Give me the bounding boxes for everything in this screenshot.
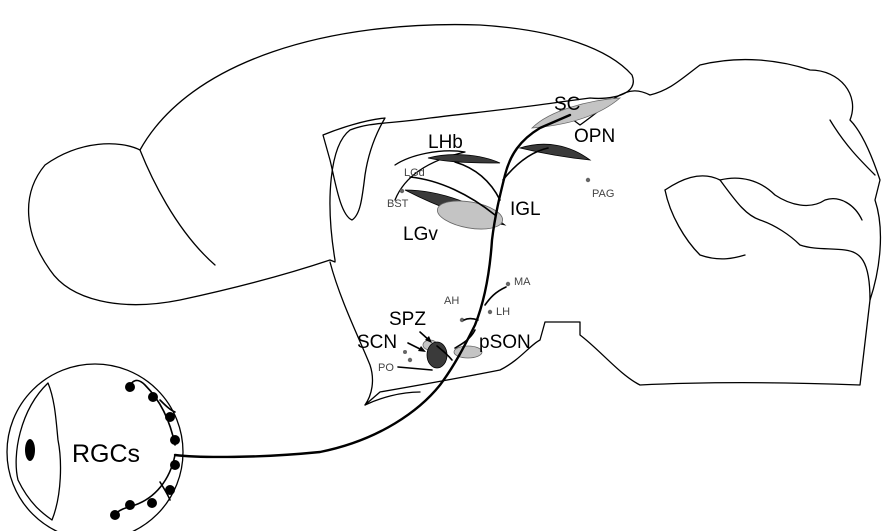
label-ah: AH bbox=[444, 295, 459, 307]
label-igl: IGL bbox=[510, 199, 541, 220]
rgc-cell-4 bbox=[170, 435, 180, 445]
po-line bbox=[398, 367, 432, 370]
retinohypothalamic-tract bbox=[175, 115, 570, 457]
label-pag: PAG bbox=[592, 188, 614, 200]
tract-branch-lhb bbox=[455, 162, 500, 200]
ventricle-outline bbox=[323, 118, 385, 220]
rgc-cell-6 bbox=[165, 485, 175, 495]
rgc-cell-7 bbox=[147, 498, 157, 508]
label-sc: SC bbox=[554, 94, 580, 115]
lh-dot bbox=[488, 310, 492, 314]
rgc-cell-5 bbox=[170, 460, 180, 470]
po-dot-2 bbox=[403, 350, 407, 354]
rgc-cell-8 bbox=[125, 500, 135, 510]
cerebellum-fold-4 bbox=[830, 120, 875, 175]
ma-dot bbox=[506, 282, 510, 286]
label-pson: pSON bbox=[479, 332, 531, 353]
label-lh: LH bbox=[496, 306, 510, 318]
label-lhb: LHb bbox=[428, 132, 463, 153]
tract-branch-lh bbox=[485, 287, 506, 305]
label-bst: BST bbox=[387, 198, 409, 210]
label-lgv: LGv bbox=[403, 224, 438, 245]
cortex-inner-line bbox=[140, 150, 215, 265]
cerebellum-fold-3 bbox=[720, 178, 862, 220]
rgc-cell-2 bbox=[148, 392, 158, 402]
label-po: PO bbox=[378, 362, 394, 374]
bst-dot bbox=[400, 189, 404, 193]
po-dot bbox=[408, 358, 412, 362]
pag-dot bbox=[586, 178, 590, 182]
rgc-cell-3 bbox=[165, 412, 175, 422]
rgc-cell-9 bbox=[110, 510, 120, 520]
lhb-nucleus bbox=[428, 155, 500, 163]
tract-branch-ah bbox=[464, 319, 478, 321]
label-rgcs: RGCs bbox=[72, 440, 140, 468]
label-lgd: LGd bbox=[404, 167, 425, 179]
label-scn: SCN bbox=[357, 332, 397, 353]
eye-pupil bbox=[25, 439, 35, 461]
cerebellum-folds bbox=[665, 176, 870, 300]
cerebellum-fold-2 bbox=[665, 190, 745, 259]
rgc-cell-1 bbox=[125, 382, 135, 392]
label-spz: SPZ bbox=[389, 309, 426, 330]
label-opn: OPN bbox=[574, 126, 615, 147]
label-ma: MA bbox=[514, 276, 531, 288]
